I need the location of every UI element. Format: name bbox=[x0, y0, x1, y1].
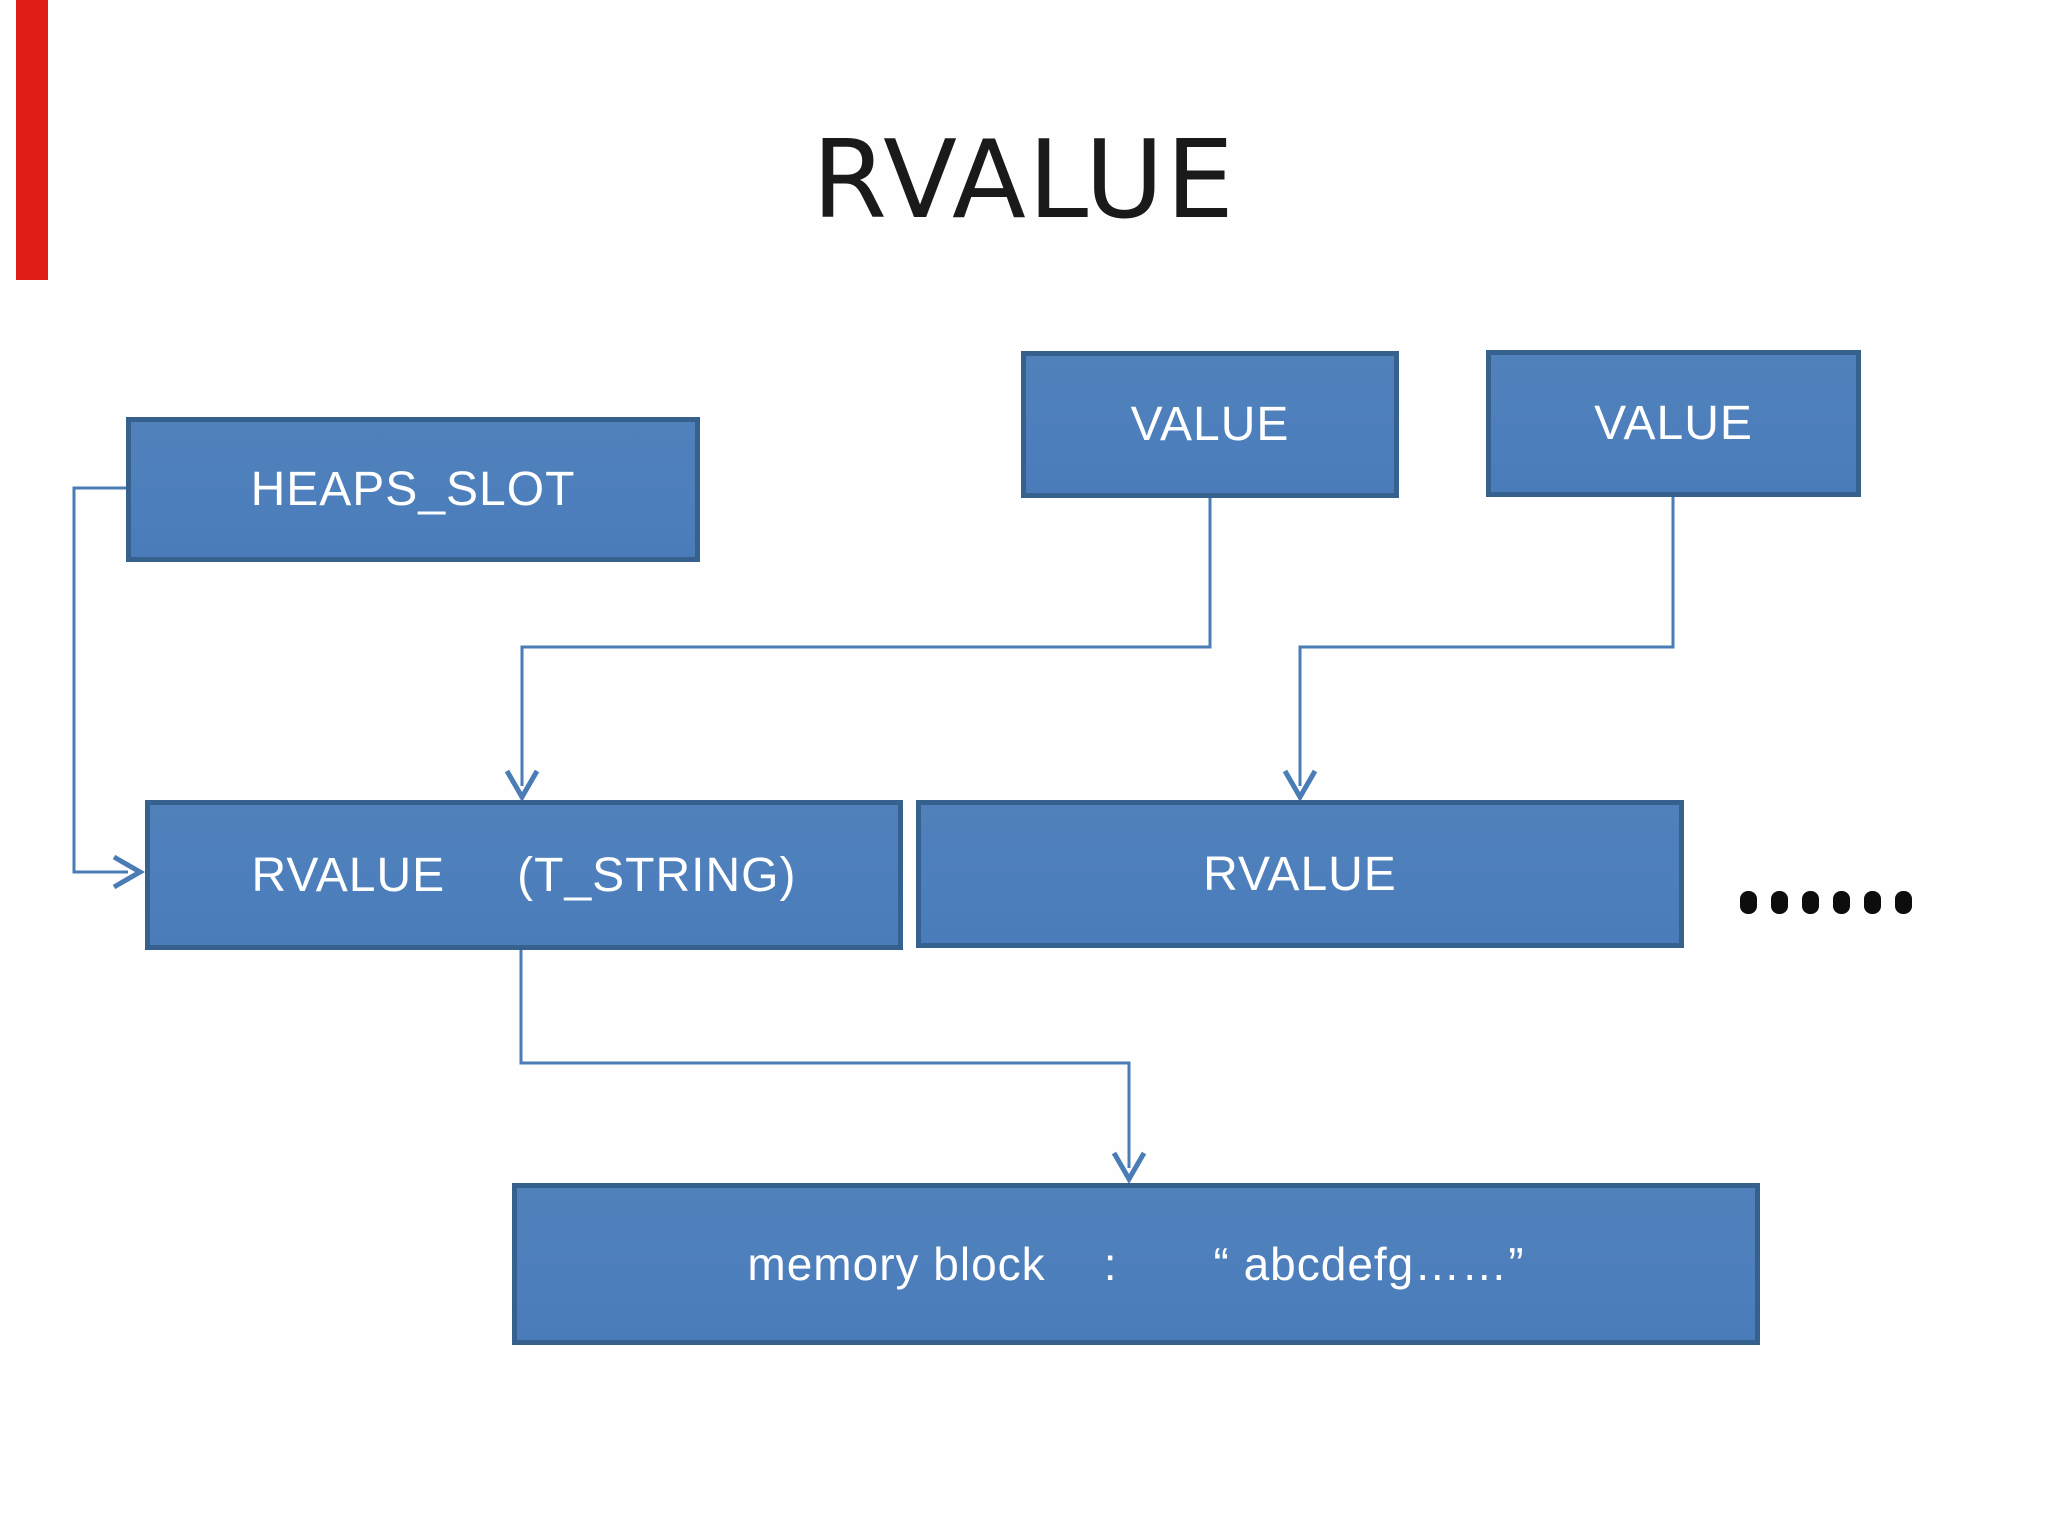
arrowhead-down-icon bbox=[1111, 1151, 1147, 1185]
node-rvalue-tstring-sublabel: (T_STRING) bbox=[517, 848, 797, 902]
node-value-1-label: VALUE bbox=[1130, 398, 1290, 451]
node-rvalue-tstring-label: RVALUE bbox=[251, 848, 446, 902]
node-rvalue: RVALUE bbox=[916, 800, 1684, 948]
red-ribbon bbox=[16, 0, 48, 280]
connector-heaps-to-rvalue bbox=[72, 486, 128, 874]
connector-rvalue-tstring-to-memory bbox=[519, 950, 1131, 1168]
memory-block-label: memory block bbox=[747, 1238, 1046, 1290]
node-value-2: VALUE bbox=[1486, 350, 1861, 497]
ellipsis-dot bbox=[1802, 890, 1819, 914]
node-rvalue-tstring: RVALUE (T_STRING) bbox=[145, 800, 903, 950]
connector-value2-to-rvalue bbox=[1298, 497, 1675, 786]
ellipsis-dot bbox=[1895, 890, 1912, 914]
arrowhead-down-icon bbox=[1282, 769, 1318, 803]
node-heaps-slot-label: HEAPS_SLOT bbox=[250, 463, 576, 516]
node-heaps-slot: HEAPS_SLOT bbox=[126, 417, 700, 562]
arrowhead-down-icon bbox=[504, 769, 540, 803]
ellipsis-dot bbox=[1771, 890, 1788, 914]
memory-block-separator: : bbox=[1103, 1238, 1118, 1290]
ellipsis-dot bbox=[1833, 890, 1850, 914]
arrowhead-right-icon bbox=[112, 854, 146, 890]
node-value-2-label: VALUE bbox=[1594, 397, 1753, 450]
node-rvalue-label: RVALUE bbox=[1203, 847, 1397, 901]
memory-block-value: “ abcdefg……” bbox=[1213, 1238, 1525, 1290]
node-memory-block: memory block : “ abcdefg……” bbox=[512, 1183, 1760, 1345]
slide-title: RVALUE bbox=[811, 118, 1237, 243]
ellipsis-dots bbox=[1740, 880, 1912, 924]
node-value-1: VALUE bbox=[1021, 351, 1399, 498]
ellipsis-dot bbox=[1864, 890, 1881, 914]
ellipsis-dot bbox=[1740, 890, 1757, 914]
